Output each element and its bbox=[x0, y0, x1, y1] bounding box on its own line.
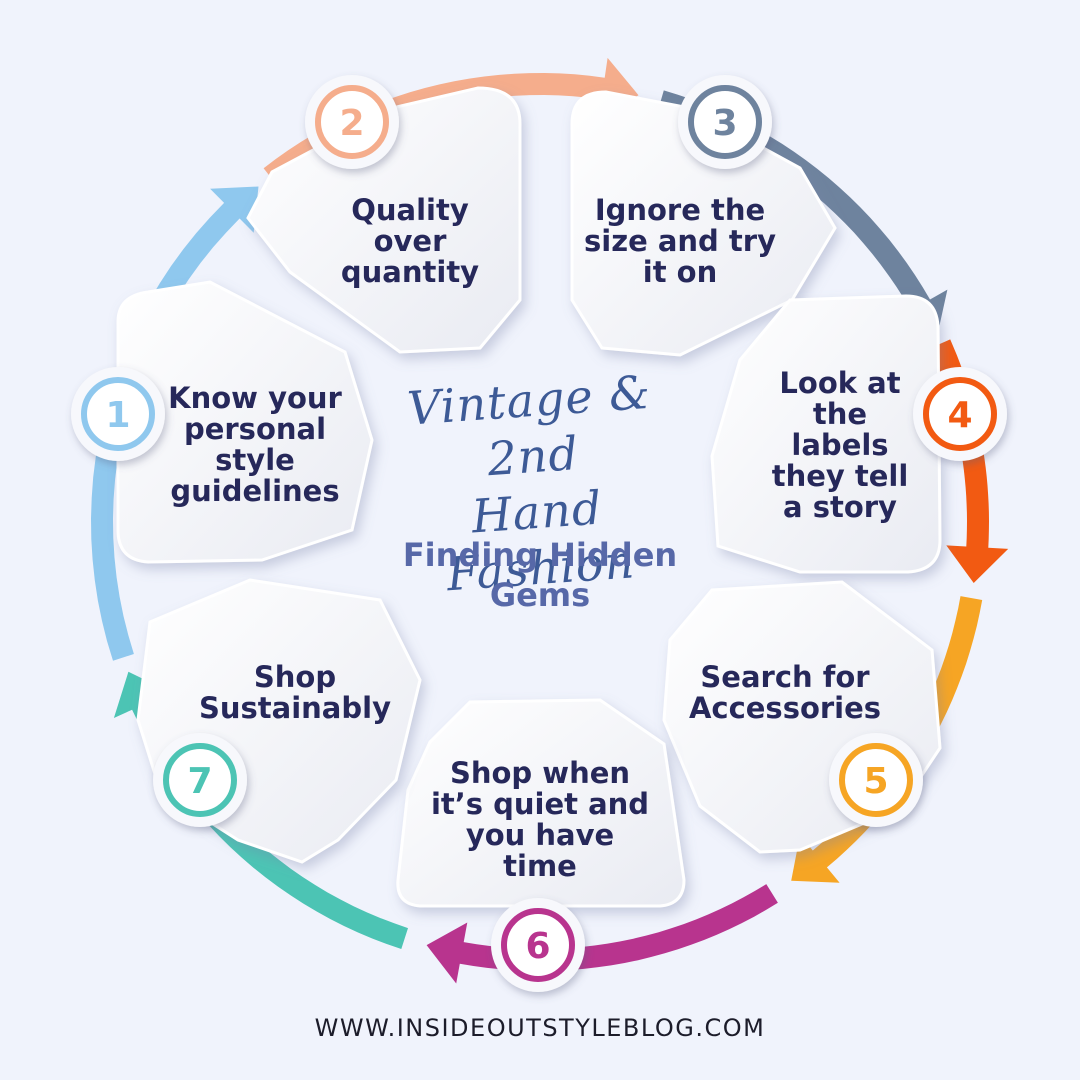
step-4-number: 4 bbox=[947, 395, 972, 436]
step-2-text: Quality over quantity bbox=[340, 193, 480, 289]
step-2-arrow bbox=[263, 57, 639, 186]
step-6-text: Shop when it’s quiet and you have time bbox=[430, 756, 650, 883]
step-4-card bbox=[710, 294, 942, 574]
step-7-number: 7 bbox=[187, 761, 212, 802]
step-5-number: 5 bbox=[863, 761, 888, 802]
step-3-card bbox=[570, 90, 837, 357]
step-7-badge: 7 bbox=[153, 733, 247, 827]
center-subtitle: Finding Hidden Gems bbox=[402, 536, 678, 614]
step-2-badge: 2 bbox=[305, 75, 399, 169]
step-3-text: Ignore the size and try it on bbox=[584, 193, 776, 289]
step-7-text: Shop Sustainably bbox=[199, 660, 391, 725]
step-4-badge: 4 bbox=[913, 367, 1007, 461]
step-4-text: Look at the labels they tell a story bbox=[771, 366, 909, 524]
step-1-text: Know your personal style guidelines bbox=[168, 381, 342, 508]
step-6-badge: 6 bbox=[491, 898, 585, 992]
step-5-text: Search for Accessories bbox=[688, 660, 882, 725]
step-6-number: 6 bbox=[525, 926, 550, 967]
step-5-badge: 5 bbox=[829, 733, 923, 827]
step-2-card bbox=[246, 86, 522, 354]
step-1-badge: 1 bbox=[71, 367, 165, 461]
step-3-badge: 3 bbox=[678, 75, 772, 169]
step-3-number: 3 bbox=[712, 103, 737, 144]
step-1-number: 1 bbox=[105, 395, 130, 436]
step-5-arrow bbox=[791, 596, 983, 883]
step-1-card bbox=[116, 280, 374, 564]
footer-url: WWW.INSIDEOUTSTYLEBLOG.COM bbox=[314, 1014, 766, 1042]
step-2-number: 2 bbox=[339, 103, 364, 144]
